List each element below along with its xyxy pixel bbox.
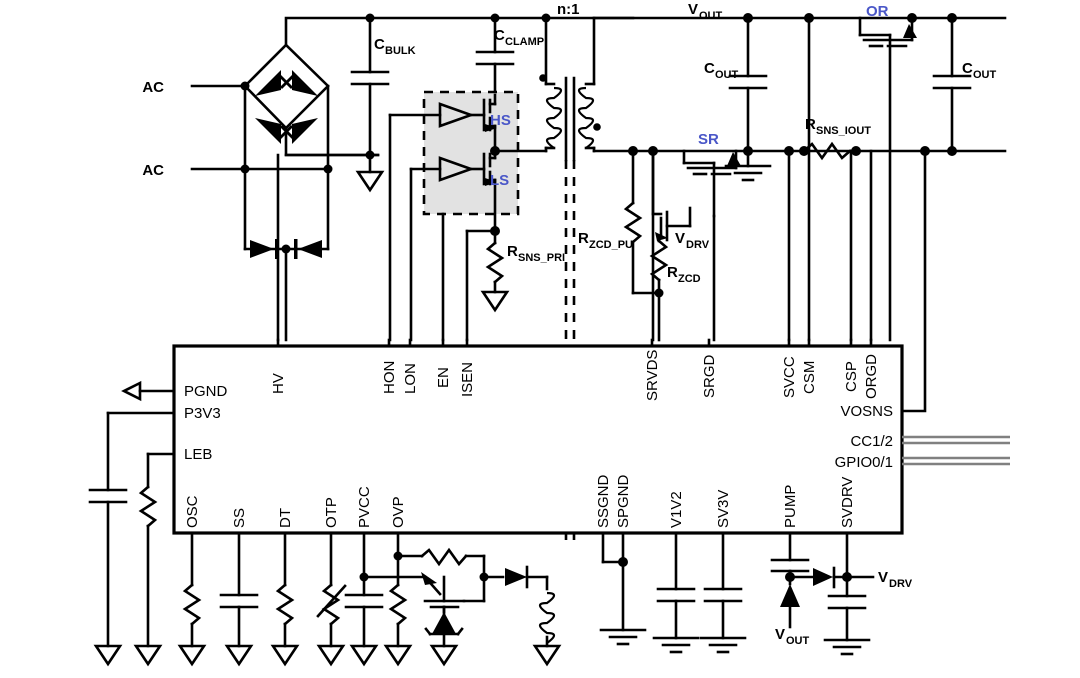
right-bus-lines (902, 435, 1010, 466)
ic-top-pin-labels: HV HON LON EN ISEN SRVDS SRGD SVCC CSM C… (270, 350, 880, 401)
pin-label-cc12: CC1/2 (850, 433, 893, 450)
output-section (648, 13, 972, 342)
label-vdrv-bottom: V (878, 569, 888, 586)
pin-label-sv3v: SV3V (715, 490, 732, 528)
pin-label-csp: CSP (843, 361, 860, 392)
pin-label-otp: OTP (323, 497, 340, 528)
label-or-mosfet: OR (866, 3, 889, 20)
label-c-out-2-sub: OUT (973, 69, 997, 81)
pin-label-spgnd: SPGND (615, 474, 632, 528)
label-vout-top-sub: OUT (699, 10, 723, 22)
label-vdrv-zcd: V (675, 230, 685, 247)
pin-label-srgd: SRGD (701, 354, 718, 398)
bottom-left-components (178, 531, 561, 666)
hv-net (276, 153, 380, 342)
pin-label-svcc: SVCC (781, 356, 798, 398)
pin-label-hv: HV (270, 373, 287, 394)
pin-label-osc: OSC (184, 495, 201, 528)
label-r-sns-iout-sub: SNS_IOUT (816, 125, 871, 137)
pin-label-v1v2: V1V2 (668, 491, 685, 528)
pin-label-pgnd: PGND (184, 383, 228, 400)
zcd-network (623, 146, 692, 342)
label-ac-1: AC (142, 79, 164, 96)
pin-label-isen: ISEN (459, 362, 476, 397)
label-r-zcd-pu: R (578, 230, 589, 247)
label-vout-bottom: V (775, 626, 785, 643)
pin-label-en: EN (435, 367, 452, 388)
vosns-net (900, 146, 930, 413)
label-c-out-1-sub: OUT (715, 69, 739, 81)
label-vout-bottom-sub: OUT (786, 635, 810, 647)
r-sns-pri-resistor (481, 229, 509, 312)
pin-label-svdrv: SVDRV (839, 477, 856, 528)
pin-label-orgd: ORGD (863, 354, 880, 399)
label-c-bulk: C (374, 36, 385, 53)
bottom-right-components (599, 531, 875, 656)
label-vdrv-bottom-sub: DRV (889, 578, 913, 590)
label-c-clamp-sub: CLAMP (505, 36, 544, 48)
label-ls-mosfet: LS (490, 172, 509, 189)
pin-label-dt: DT (277, 508, 294, 528)
pin-label-pvcc: PVCC (356, 486, 373, 528)
label-sr-mosfet: SR (698, 131, 719, 148)
pin-label-hon: HON (381, 361, 398, 394)
controller-ic-block (172, 344, 904, 535)
pin-label-ss: SS (231, 508, 248, 528)
pin-label-pump: PUMP (782, 485, 799, 528)
half-bridge-block (388, 90, 548, 342)
label-turns-ratio: n:1 (557, 1, 580, 18)
label-r-zcd: R (667, 264, 678, 281)
label-ac-2: AC (142, 162, 164, 179)
ic-top-pin-stubs (276, 338, 873, 348)
pin-label-srvds: SRVDS (644, 350, 661, 401)
label-r-zcd-pu-sub: ZCD_PU (589, 239, 633, 251)
ic-right-pin-labels: VOSNS CC1/2 GPIO0/1 (835, 403, 893, 471)
label-vout-top: V (688, 1, 698, 18)
pin-label-p3v3: P3V3 (184, 405, 221, 422)
label-c-out-1: C (704, 60, 715, 77)
label-vdrv-zcd-sub: DRV (686, 239, 710, 251)
ac-input-section (190, 16, 635, 342)
label-r-sns-pri-sub: SNS_PRI (518, 252, 565, 264)
pin-label-vosns: VOSNS (840, 403, 893, 420)
pin-label-ssgnd: SSGND (595, 474, 612, 528)
label-c-clamp: C (494, 27, 505, 44)
label-c-out-2: C (962, 60, 973, 77)
ic-bottom-pin-labels: OSC SS DT OTP PVCC OVP SSGND SPGND V1V2 … (184, 474, 856, 528)
c-clamp-capacitor (475, 13, 551, 97)
pin-label-lon: LON (402, 363, 419, 394)
pin-label-csm: CSM (801, 361, 818, 394)
ic-left-pin-labels: PGND P3V3 LEB (184, 383, 228, 463)
label-c-bulk-sub: BULK (385, 45, 416, 57)
label-r-zcd-sub: ZCD (678, 273, 701, 285)
pin-label-leb: LEB (184, 446, 212, 463)
pin-label-gpio01: GPIO0/1 (835, 454, 893, 471)
pin-label-ovp: OVP (390, 496, 407, 528)
left-pin-network (88, 380, 176, 666)
label-r-sns-pri: R (507, 243, 518, 260)
label-r-sns-iout: R (805, 116, 816, 133)
label-hs-mosfet: HS (490, 112, 511, 129)
